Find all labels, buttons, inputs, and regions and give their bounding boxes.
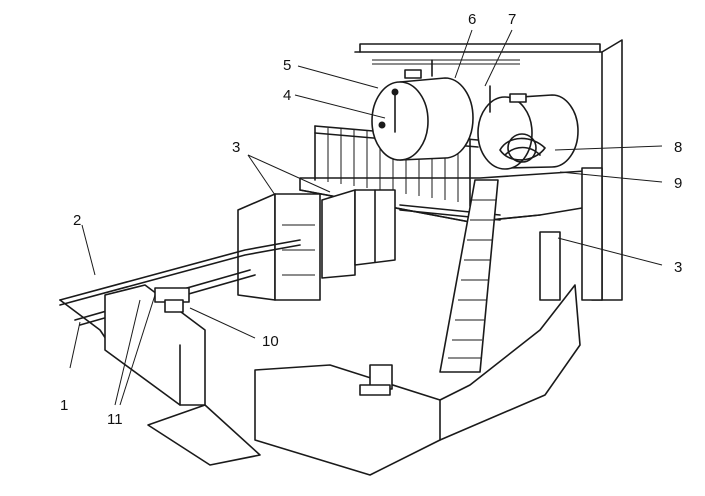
label-9: 9 [674,175,682,192]
label-3-left: 3 [232,139,240,156]
label-6: 6 [468,11,476,28]
label-11: 11 [107,411,123,428]
label-2: 2 [73,212,81,229]
low-wall-left [104,284,206,406]
label-5: 5 [283,57,291,74]
wardrobe-right [321,189,396,279]
tank-right [477,85,579,170]
label-3-right: 3 [674,259,682,276]
label-1: 1 [60,397,68,414]
platform [299,167,603,301]
label-4: 4 [283,87,291,104]
tank-left [371,59,474,161]
chair [359,364,393,396]
label-10: 10 [262,333,279,350]
wardrobe-left [237,193,321,301]
wardrobe-under-platform [539,231,561,301]
low-wall-front [147,284,581,476]
staircase [439,179,499,373]
leader-lines [69,29,663,406]
console [154,287,190,313]
label-8: 8 [674,139,682,156]
callout-labels: 1 2 3 3 4 5 6 7 8 9 10 11 [60,11,682,428]
label-7: 7 [508,11,516,28]
